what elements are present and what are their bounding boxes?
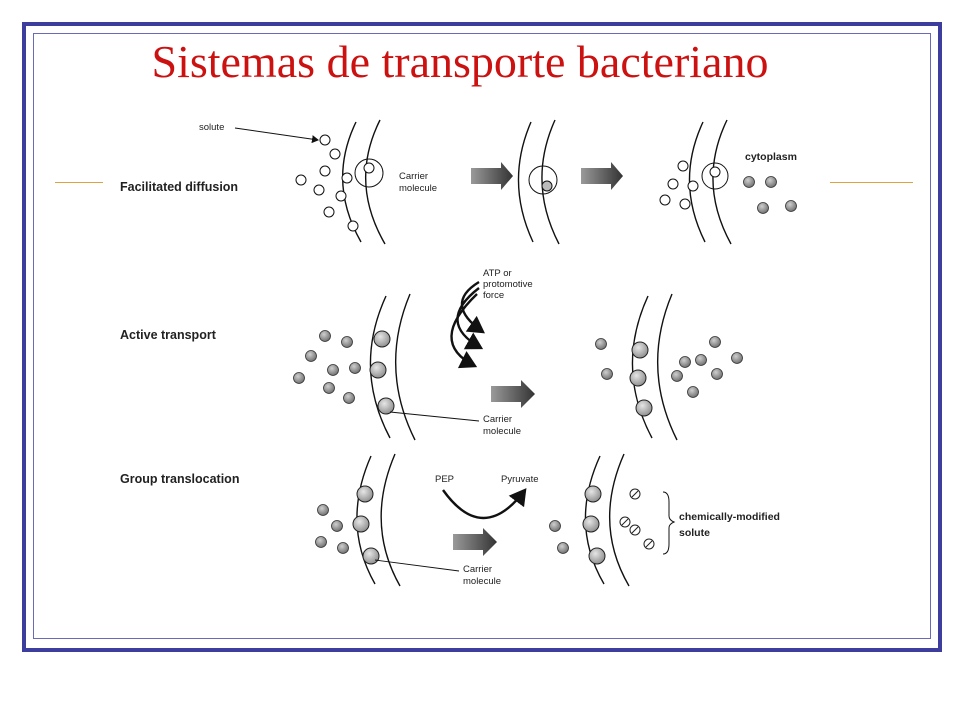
modified-solutes (619, 488, 655, 550)
solute-molecules-outside (315, 504, 349, 554)
carrier-molecule (354, 158, 384, 188)
transport-diagram: Facilitated diffusion solute (103, 116, 830, 588)
label-modified-1: chemically-modified (679, 511, 780, 523)
accent-rule-right (830, 182, 913, 183)
membrane-inner (609, 453, 630, 587)
slide-title: Sistemas de transporte bacteriano (151, 36, 769, 87)
row-active-transport: Active transport (120, 268, 743, 441)
solute-molecule (363, 162, 375, 174)
label-atp-3: force (483, 290, 504, 301)
membrane-inner (365, 119, 386, 245)
label-modified-2: solute (679, 527, 710, 539)
membrane-inner (541, 119, 560, 245)
solute-molecules-outside (549, 520, 569, 554)
membrane-inner (394, 293, 416, 441)
membrane-inner (656, 293, 678, 441)
carrier-molecule (528, 165, 558, 195)
label-carrier-1b: molecule (399, 183, 437, 194)
membrane-inner (380, 453, 401, 587)
solute-molecules-stage-1 (295, 134, 359, 232)
cytoplasm-solutes (743, 176, 797, 214)
label-pyruvate: Pyruvate (501, 474, 539, 485)
label-cytoplasm: cytoplasm (745, 151, 797, 163)
membrane-inner (712, 119, 732, 245)
carrier-molecules (369, 330, 395, 415)
label-carrier-2a: Carrier (483, 414, 512, 425)
reaction-arrow (442, 488, 527, 519)
membrane-outer (517, 121, 534, 243)
label-carrier-2b: molecule (483, 426, 521, 437)
label-carrier-1a: Carrier (399, 171, 428, 182)
row-label-active-transport: Active transport (120, 328, 217, 342)
label-atp-2: protomotive (483, 279, 533, 290)
slide-border-outer (22, 22, 942, 652)
row-facilitated-diffusion: Facilitated diffusion solute (120, 119, 797, 245)
label-carrier-3b: molecule (463, 576, 501, 587)
process-arrow (471, 162, 513, 190)
carrier-pointer (374, 559, 460, 572)
solute-pointer (234, 127, 319, 144)
label-carrier-3a: Carrier (463, 564, 492, 575)
membrane-outer (631, 295, 653, 439)
carrier-molecules (629, 341, 653, 417)
carrier-pointer (389, 411, 480, 422)
solute-molecule (541, 180, 553, 192)
energy-arrows (450, 280, 485, 369)
label-pep: PEP (435, 474, 454, 485)
brace (662, 491, 676, 555)
carrier-binding-site (709, 166, 721, 178)
slide-border-inner (33, 33, 931, 639)
label-solute: solute (199, 122, 224, 133)
solute-molecules-inside (595, 336, 743, 398)
solute-molecules-stage-3 (659, 160, 699, 210)
carrier-molecule (701, 162, 729, 190)
solute-molecules-outside (293, 330, 361, 404)
row-label-group-translocation: Group translocation (120, 472, 239, 486)
row-group-translocation: Group translocation PEP Pyruvate (120, 453, 780, 587)
process-arrow (453, 528, 497, 556)
process-arrow (581, 162, 623, 190)
row-label-facilitated-diffusion: Facilitated diffusion (120, 180, 238, 194)
accent-rule-left (55, 182, 103, 183)
carrier-molecules (352, 485, 380, 565)
label-atp-1: ATP or (483, 268, 512, 279)
process-arrow (491, 380, 535, 408)
carrier-molecules (582, 485, 606, 565)
